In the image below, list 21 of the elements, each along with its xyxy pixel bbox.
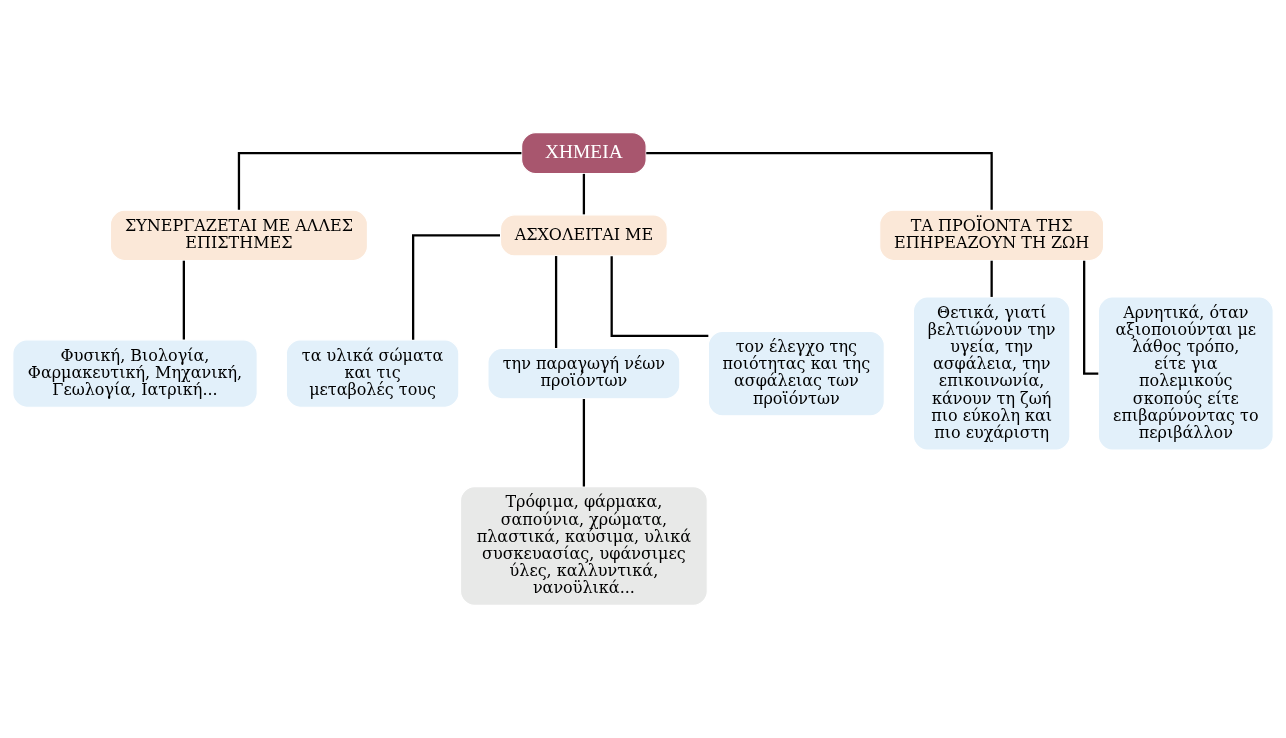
node-box: ΧΗΜΕΙΑ: [521, 132, 647, 175]
connector: [182, 260, 185, 340]
connector: [582, 399, 586, 487]
connector: [1083, 260, 1099, 375]
node-box: ΤΑ ΠΡΟΪΟΝΤΑ ΤΗΣ ΕΠΗΡΕΑΖΟΥΝ ΤΗ ΖΩΗ: [879, 209, 1105, 262]
node-box: Θετικά, γιατί βελτιώνουν την υγεία, την ασφάλεια, την επικοινωνία, κάνουν τη ζωή πιο εύκολη και πιο ευχάριστη: [912, 296, 1071, 451]
connector: [412, 234, 500, 340]
node-box: τον έλεγχο της ποιότητας και της ασφάλειας των προϊόντων: [707, 330, 885, 417]
connector: [990, 260, 993, 297]
connector: [237, 152, 522, 210]
node-box: την παραγωγή νέων προϊόντων: [487, 347, 681, 400]
node-box: Φυσική, Βιολογία, Φαρμακευτική, Μηχανική, Γεωλογία, Ιατρική...: [12, 339, 258, 408]
node-box: τα υλικά σώματα και τις μεταβολές τους: [285, 339, 460, 408]
connector: [554, 256, 558, 349]
node-box: Τρόφιμα, φάρμακα, σαπούνια, χρώματα, πλαστικά, καύσιμα, υλικά συσκευασίας, υφάνσιμες ύλες, καλλυντικά, νανοϋλικά...: [459, 486, 708, 606]
node-box: ΣΥΝΕΡΓΑΖΕΤΑΙ ΜΕ ΑΛΛΕΣ ΕΠΙΣΤΗΜΕΣ: [109, 209, 368, 262]
connector: [582, 173, 586, 215]
node-box: ΑΣΧΟΛΕΙΤΑΙ ΜΕ: [499, 214, 668, 257]
connector: [610, 256, 709, 337]
node-box: Αρνητικά, όταν αξιοποιούνται με λάθος τρόπο, είτε για πολεμικούς σκοπούς είτε επιβαρύνοντας το περιβάλλον: [1097, 296, 1274, 451]
connector: [646, 152, 993, 210]
